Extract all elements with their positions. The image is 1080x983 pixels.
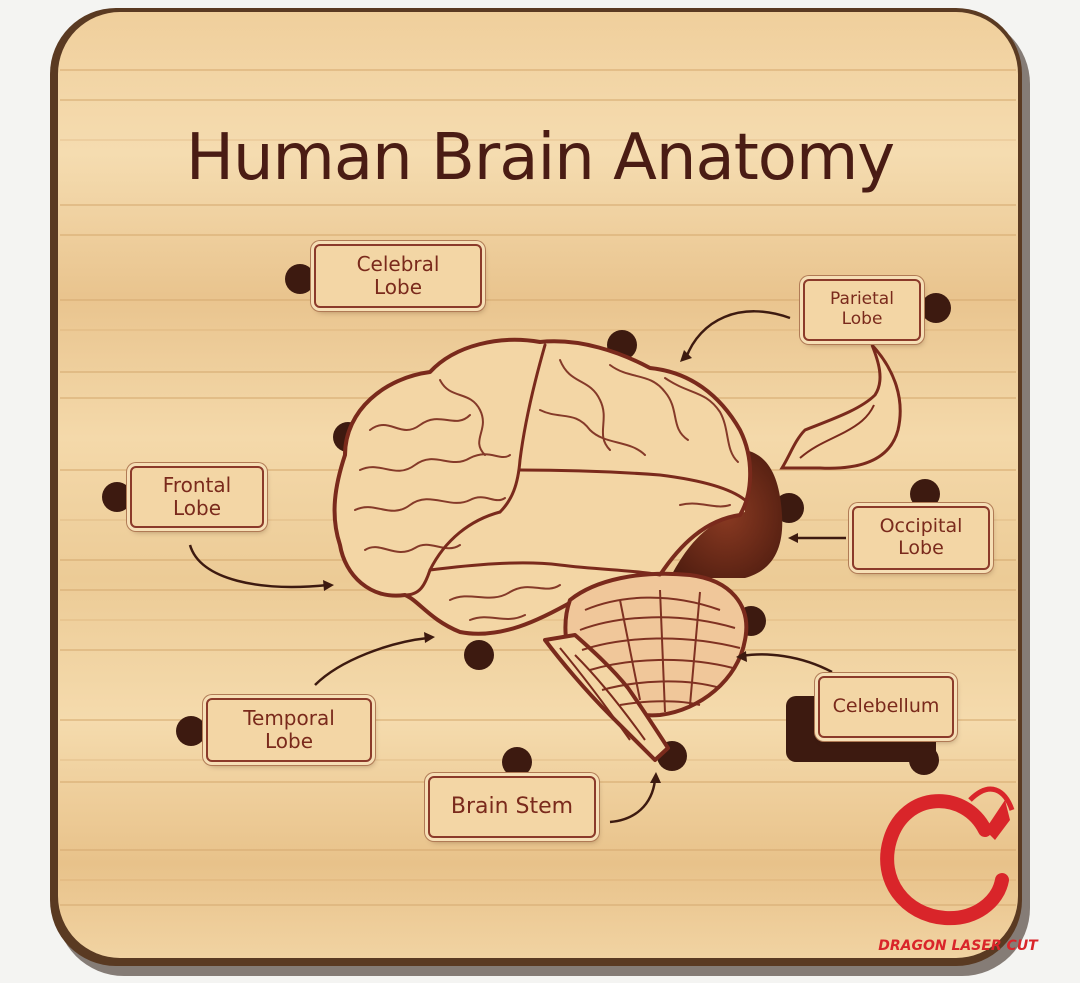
dragon-logo-icon (880, 786, 1015, 926)
label-temporal-lobe[interactable]: Temporal Lobe (206, 698, 372, 762)
label-text-line2: Lobe (841, 309, 883, 329)
label-text-line1: Celebral (356, 252, 440, 276)
label-brain-stem[interactable]: Brain Stem (428, 776, 596, 838)
arrow-heads (323, 350, 798, 783)
pointer-arrows (188, 310, 846, 824)
label-celebellum[interactable]: Celebellum (818, 676, 954, 738)
page-title: Human Brain Anatomy (185, 121, 895, 195)
label-text-line2: Lobe (898, 537, 944, 559)
brand-name: DRAGON LASER CUT (878, 938, 1038, 954)
label-celebral-lobe[interactable]: Celebral Lobe (314, 244, 482, 308)
occipital-cavity (670, 450, 783, 578)
label-text-line1: Occipital (879, 515, 963, 538)
parietal-piece (779, 343, 902, 470)
label-text-line2: Lobe (373, 275, 423, 299)
label-text-line1: Frontal (162, 473, 232, 497)
label-text-line2: Lobe (264, 729, 314, 753)
label-text-line1: Temporal (243, 706, 335, 730)
label-text-line1: Parietal (830, 289, 894, 310)
label-parietal-lobe[interactable]: Parietal Lobe (803, 279, 921, 341)
label-frontal-lobe[interactable]: Frontal Lobe (130, 466, 264, 528)
label-occipital-lobe[interactable]: Occipital Lobe (852, 506, 990, 570)
label-text: Brain Stem (450, 794, 574, 820)
label-text: Celebellum (832, 695, 940, 718)
label-text-line2: Lobe (172, 496, 222, 520)
